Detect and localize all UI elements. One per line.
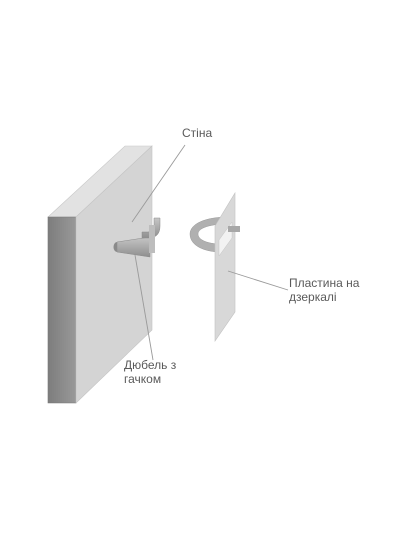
leader-dowel bbox=[134, 254, 154, 361]
wall bbox=[47, 145, 153, 404]
label-dowel-line1: Дюбель з bbox=[124, 358, 177, 372]
label-plate-line2: дзеркалі bbox=[289, 290, 337, 304]
plate-loop-front bbox=[228, 226, 240, 232]
dowel-shaft bbox=[116, 236, 151, 258]
label-plate-line1: Пластина на bbox=[289, 276, 360, 290]
leader-lines bbox=[131, 144, 289, 361]
leader-plate bbox=[227, 270, 289, 291]
label-wall: Стіна bbox=[182, 126, 213, 140]
wall-side-face bbox=[47, 216, 77, 404]
wall-front-face bbox=[75, 145, 153, 404]
hook-tip bbox=[149, 225, 155, 253]
leader-wall bbox=[131, 144, 186, 223]
dowel-with-hook bbox=[113, 217, 161, 258]
mirror-plate bbox=[189, 191, 240, 342]
label-plate: Пластина на дзеркалі bbox=[289, 276, 359, 304]
plate-body bbox=[214, 191, 236, 342]
label-dowel-line2: гачком bbox=[124, 372, 162, 386]
label-dowel: Дюбель з гачком bbox=[124, 358, 176, 386]
